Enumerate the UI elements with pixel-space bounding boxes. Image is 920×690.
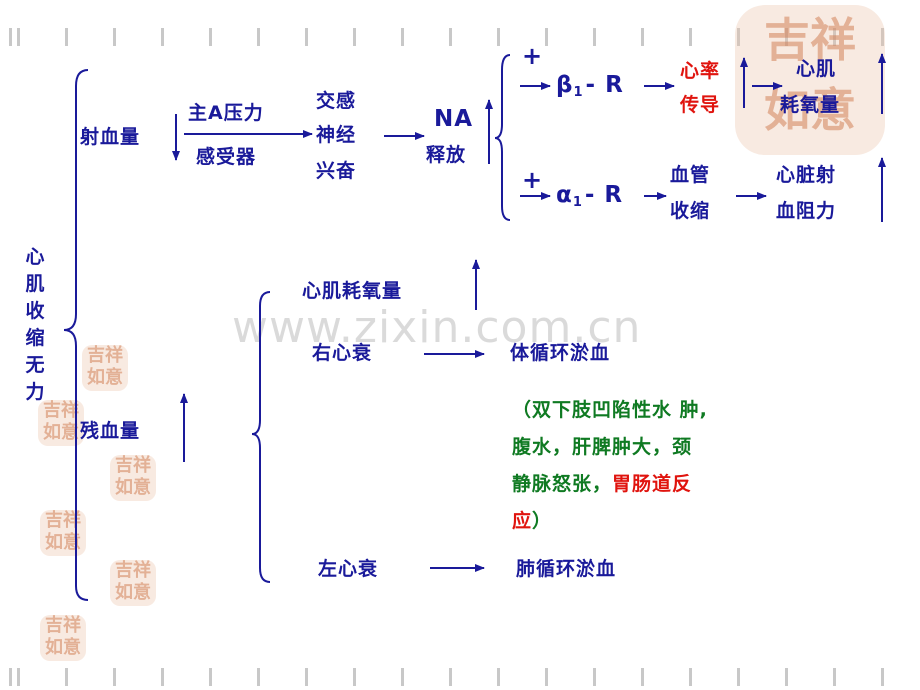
conduction-label: 传导 [680, 94, 721, 116]
beta-symbol: β [556, 72, 574, 98]
symptoms-line3: 静脉怒张，胃肠道反 [512, 466, 812, 503]
pulmonary-congestion-label: 肺循环淤血 [516, 558, 617, 580]
systemic-congestion-label: 体循环淤血 [510, 342, 611, 364]
symptoms-line4: 应） [512, 503, 812, 540]
dashed-rule-bottom [0, 668, 920, 686]
alpha-suffix: - R [584, 182, 624, 208]
decorative-seal: 吉祥如意 [40, 615, 86, 661]
symptoms-text4a: 应 [512, 510, 533, 532]
right-heart-failure-label: 右心衰 [312, 342, 373, 364]
alpha-plus-sign: + [522, 166, 543, 194]
alpha-receptor: α1- R [556, 182, 623, 211]
stroke-volume-label: 射血量 [80, 126, 141, 148]
beta-suffix: - R [585, 72, 624, 98]
symptoms-text1: 双下肢凹陷性水 肿, [532, 399, 708, 421]
main-brace [63, 69, 89, 601]
decorative-seal: 吉祥如意 [110, 455, 156, 501]
baroreceptor-line2: 感受器 [196, 146, 257, 168]
ejection-label: 心脏射 [776, 164, 837, 186]
o2-consumption-label: 耗氧量 [780, 94, 841, 116]
beta-subscript: 1 [573, 85, 584, 100]
vessel-label: 血管 [670, 164, 711, 186]
dashed-rule-top [0, 28, 920, 46]
myocardial-o2-label: 心肌耗氧量 [302, 280, 403, 302]
beta-receptor: β1- R [556, 72, 624, 101]
symptoms-line2: 腹水，肝脾肿大，颈 [512, 436, 693, 458]
decorative-seal-large: 吉祥如意 [735, 5, 885, 155]
decorative-seal: 吉祥如意 [82, 345, 128, 391]
sympathetic-line2: 神经 [316, 124, 357, 146]
na-brace [494, 54, 511, 221]
watermark-text: www.zixin.com.cn [232, 302, 642, 353]
symptoms-text3b: 胃肠道反 [612, 473, 693, 495]
na-label: NA [434, 106, 474, 132]
symptoms-close-paren: ） [532, 510, 553, 532]
symptoms-open-paren: （ [512, 399, 533, 421]
symptoms-line1: （双下肢凹陷性水 肿, [512, 392, 812, 429]
sympathetic-line1: 交感 [316, 90, 357, 112]
symptoms-text3a: 静脉怒张， [512, 473, 613, 495]
residual-volume-label: 残血量 [80, 420, 141, 442]
constriction-label: 收缩 [670, 200, 711, 222]
heart-rate-label: 心率 [680, 60, 721, 82]
na-release-label: 释放 [426, 144, 467, 166]
beta-plus-sign: + [522, 42, 543, 70]
symptoms-block: （双下肢凹陷性水 肿, 腹水，肝脾肿大，颈 静脉怒张，胃肠道反 应） [512, 392, 812, 540]
resistance-label: 血阻力 [776, 200, 837, 222]
alpha-subscript: 1 [572, 195, 583, 210]
sympathetic-line3: 兴奋 [316, 160, 357, 182]
lower-brace [251, 291, 271, 583]
alpha-symbol: α [556, 182, 573, 208]
baroreceptor-line1: 主A压力 [188, 102, 264, 124]
left-heart-failure-label: 左心衰 [318, 558, 379, 580]
decorative-seal: 吉祥如意 [40, 510, 86, 556]
root-label: 心肌收缩无力 [25, 246, 45, 403]
decorative-seal: 吉祥如意 [110, 560, 156, 606]
myocardial-label: 心肌 [796, 58, 837, 80]
